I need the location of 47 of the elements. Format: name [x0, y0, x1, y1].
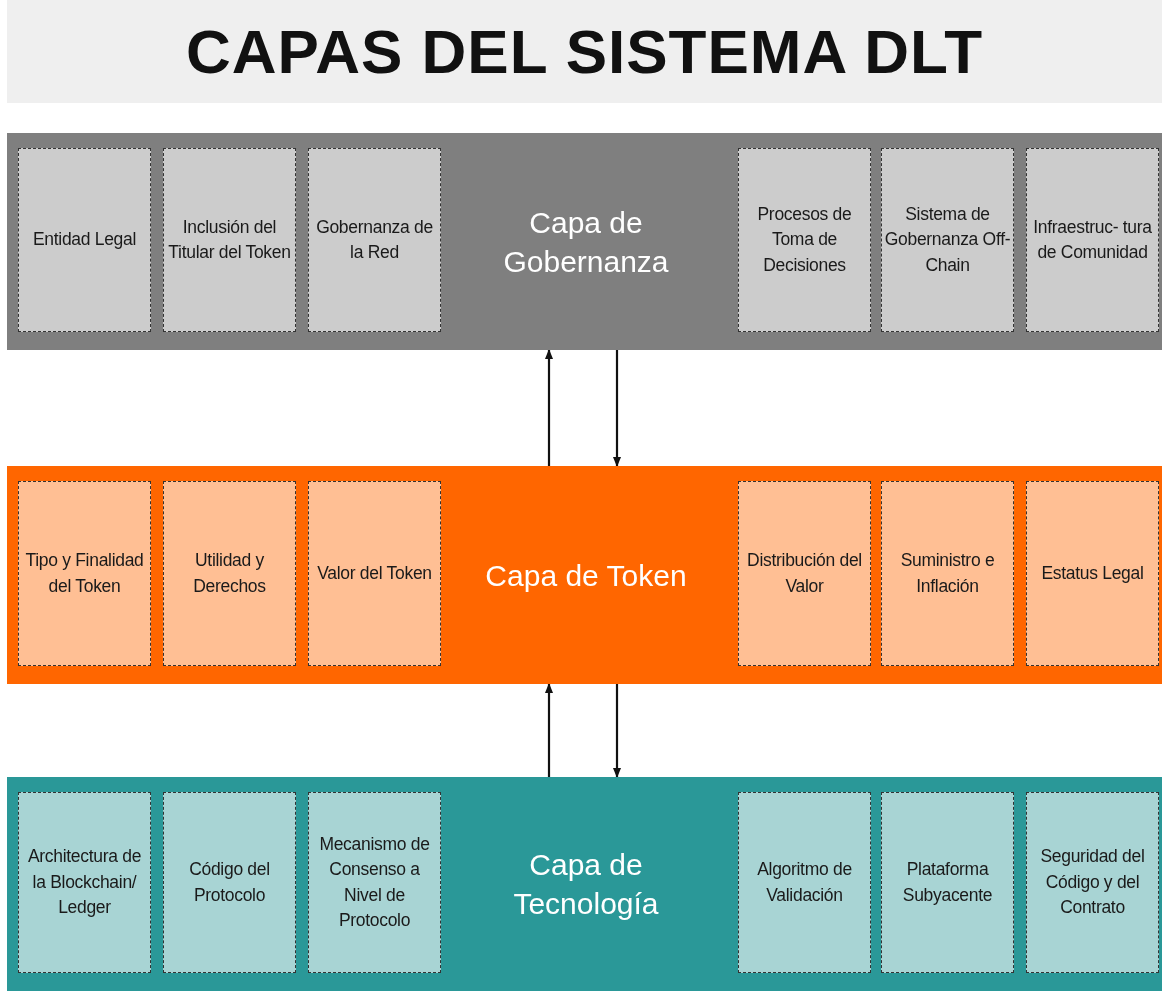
- layer-band: [7, 777, 1162, 991]
- component-box: [881, 481, 1014, 666]
- layer-title: Capa de Gobernanza: [502, 204, 670, 280]
- component-box: [738, 792, 871, 973]
- component-label: Procesos de Toma de Decisiones: [756, 202, 853, 277]
- arrow: [545, 683, 553, 777]
- component-box: [163, 792, 296, 973]
- component-box: [163, 148, 296, 332]
- component-label: Entidad Legal: [32, 228, 137, 252]
- component-box: [1026, 148, 1159, 332]
- component-label: Distribución del Valor: [746, 549, 863, 598]
- component-label: Gobernanza de la Red: [315, 215, 434, 264]
- component-box: [308, 481, 441, 666]
- component-label: Código del Protocolo: [188, 858, 271, 907]
- component-label: Utilidad y Derechos: [192, 549, 267, 598]
- component-box: [163, 481, 296, 666]
- diagram-title: CAPAS DEL SISTEMA DLT: [185, 16, 984, 87]
- layer-title: Capa de Tecnología: [512, 847, 660, 922]
- layer-band: [7, 133, 1162, 350]
- component-label: Tipo y Finalidad del Token: [24, 549, 145, 598]
- component-label: Inclusión del Titular del Token: [167, 215, 292, 264]
- component-label: Algoritmo de Validación: [756, 858, 853, 907]
- component-label: Estatus Legal: [1041, 561, 1144, 585]
- layer-band: [7, 466, 1162, 684]
- component-label: Mecanismo de Consenso a Nivel de Protocolo: [318, 832, 431, 932]
- component-label: Sistema de Gobernanza Off-Chain: [883, 202, 1012, 277]
- layer-title: Capa de Token: [484, 557, 688, 594]
- component-label: Seguridad del Código y del Contrato: [1039, 845, 1146, 920]
- component-box: [1026, 792, 1159, 973]
- component-box: [308, 148, 441, 332]
- component-label: Infraestruc- tura de Comunidad: [1032, 215, 1153, 264]
- component-label: Architectura de la Blockchain/ Ledger: [26, 845, 143, 920]
- component-box: [881, 792, 1014, 973]
- component-box: [308, 792, 441, 973]
- component-label: Suministro e Inflación: [899, 549, 996, 598]
- component-label: Plataforma Subyacente: [901, 858, 994, 907]
- arrow: [613, 684, 621, 778]
- component-box: [738, 481, 871, 666]
- arrow: [545, 349, 553, 466]
- component-box: [18, 481, 151, 666]
- arrow: [613, 350, 621, 467]
- component-box: [1026, 481, 1159, 666]
- component-box: [18, 148, 151, 332]
- component-label: Valor del Token: [317, 561, 432, 585]
- component-box: [881, 148, 1014, 332]
- component-box: [738, 148, 871, 332]
- component-box: [18, 792, 151, 973]
